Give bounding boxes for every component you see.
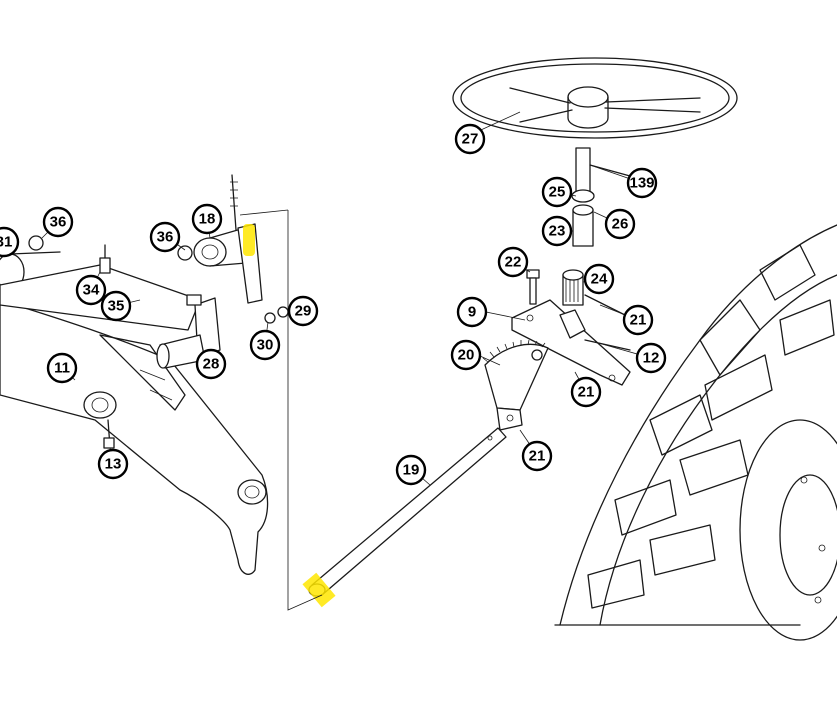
callout-label: 19 xyxy=(403,462,420,479)
callout-34: 34 xyxy=(75,274,107,306)
callout-label: 27 xyxy=(462,131,479,148)
callout-23: 22 xyxy=(497,246,529,278)
callout-24: 23 xyxy=(541,215,573,247)
callout-12: 12 xyxy=(635,342,667,374)
callout-29: 29 xyxy=(287,295,319,327)
callout-27: 26 xyxy=(604,208,636,240)
callout-19: 19 xyxy=(395,454,427,486)
callout-label: 21 xyxy=(529,448,546,465)
callout-label: 34 xyxy=(83,282,100,299)
callout-9: 9 xyxy=(456,296,488,328)
callout-label: 18 xyxy=(199,211,216,228)
steering-wheel xyxy=(452,57,738,139)
callout-11: 11 xyxy=(46,352,78,384)
callout-label: 21 xyxy=(630,312,647,329)
callout-30: 30 xyxy=(249,329,281,361)
callout-label: 23 xyxy=(549,223,566,240)
callout-label: 13 xyxy=(105,456,122,473)
tractor-tire xyxy=(554,224,837,641)
steering-column xyxy=(526,147,631,316)
section-divider xyxy=(239,209,323,611)
callout-35: 35 xyxy=(100,290,132,322)
callout-label: 29 xyxy=(295,303,312,320)
callout-21-upper: 21 xyxy=(622,304,654,336)
callout-label: 31 xyxy=(0,234,12,251)
callout-21-lower: 21 xyxy=(521,440,553,472)
callout-label: 26 xyxy=(612,216,629,233)
callout-label: 20 xyxy=(458,347,475,364)
callout-label: 9 xyxy=(468,304,476,321)
callout-label: 36 xyxy=(50,214,67,231)
callout-25: 24 xyxy=(583,263,615,295)
callout-label: 11 xyxy=(54,360,70,377)
callout-label: 12 xyxy=(643,350,660,367)
callout-36-right: 36 xyxy=(149,221,181,253)
callout-label: 24 xyxy=(591,271,608,288)
callout-label: 36 xyxy=(157,229,174,246)
callout-22: 21 xyxy=(570,376,602,408)
callout-26: 25 xyxy=(541,176,573,208)
callout-label: 21 xyxy=(578,384,595,401)
steering-bracket xyxy=(482,299,631,431)
callout-31: 31 xyxy=(0,226,20,258)
highlight-mark xyxy=(243,224,255,256)
callout-18: 18 xyxy=(191,203,223,235)
callout-label: 22 xyxy=(505,254,522,271)
callout-label: 30 xyxy=(257,337,274,354)
callout-139: 139 xyxy=(626,167,658,199)
callout-36-left: 36 xyxy=(42,206,74,238)
callout-label: 25 xyxy=(549,184,566,201)
callout-138: 27 xyxy=(454,123,486,155)
callout-20: 20 xyxy=(450,339,482,371)
callout-28: 28 xyxy=(195,348,227,380)
drag-link xyxy=(302,427,507,608)
callout-label: 35 xyxy=(108,298,125,315)
callout-label: 139 xyxy=(629,175,654,192)
callout-label: 28 xyxy=(203,356,220,373)
highlight-mark xyxy=(302,572,336,608)
callout-13: 13 xyxy=(97,448,129,480)
